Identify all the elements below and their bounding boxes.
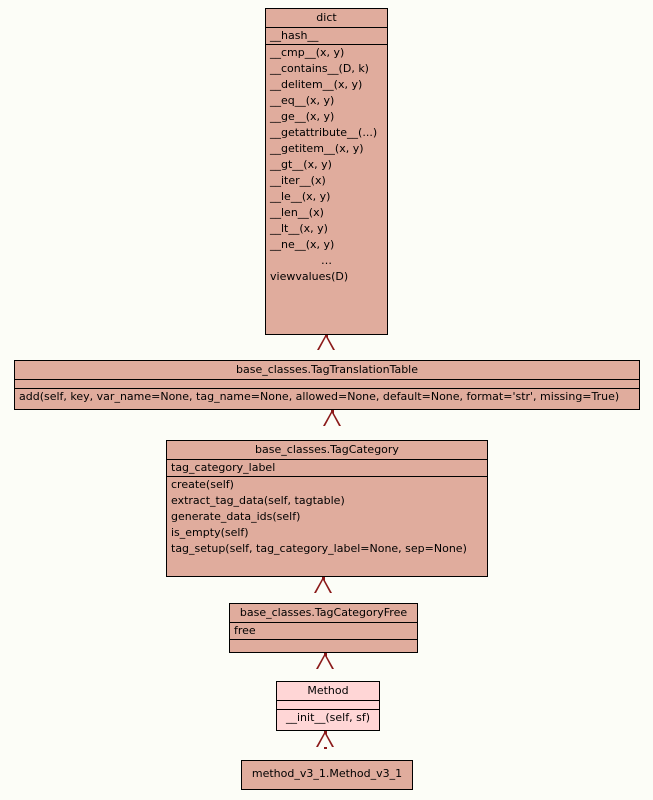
uml-class-name-section: Method <box>277 682 379 701</box>
uml-attribute: free <box>234 624 256 637</box>
uml-method: __iter__(x) <box>270 174 326 187</box>
uml-class-name: method_v3_1.Method_v3_1 <box>251 767 403 780</box>
uml-method: __gt__(x, y) <box>270 158 332 171</box>
uml-attributes-section: tag_category_label <box>167 460 487 477</box>
uml-method: __getitem__(x, y) <box>270 142 364 155</box>
edge-arrowhead-fill <box>325 413 339 426</box>
uml-attributes-section <box>15 380 639 389</box>
uml-class-methodv31[interactable]: method_v3_1.Method_v3_1 <box>241 760 413 790</box>
uml-class-name-section: method_v3_1.Method_v3_1 <box>242 761 412 783</box>
uml-attributes-section <box>277 701 379 710</box>
uml-class-dict[interactable]: dict __hash__ __cmp__(x, y) __contains__… <box>265 8 388 335</box>
uml-class-tagtranslationtable[interactable]: base_classes.TagTranslationTable add(sel… <box>14 360 640 410</box>
uml-class-method[interactable]: Method __init__(self, sf) <box>276 681 380 731</box>
uml-method: viewvalues(D) <box>270 270 349 283</box>
uml-methods-section: add(self, key, var_name=None, tag_name=N… <box>15 389 639 405</box>
uml-attribute: tag_category_label <box>171 461 276 474</box>
uml-method: extract_tag_data(self, tagtable) <box>171 494 345 507</box>
uml-attributes-section: __hash__ <box>266 28 387 45</box>
uml-method: __ne__(x, y) <box>270 238 335 251</box>
uml-class-name: Method <box>307 684 349 697</box>
uml-method: __contains__(D, k) <box>270 62 369 75</box>
uml-method: __lt__(x, y) <box>270 222 328 235</box>
uml-method: is_empty(self) <box>171 526 249 539</box>
uml-method: __len__(x) <box>270 206 324 219</box>
uml-method: __eq__(x, y) <box>270 94 335 107</box>
uml-methods-section: __init__(self, sf) <box>277 710 379 726</box>
uml-class-name: dict <box>316 11 337 24</box>
edge-arrowhead-outline <box>316 731 334 747</box>
uml-class-name-section: dict <box>266 9 387 28</box>
uml-method: create(self) <box>171 478 234 491</box>
edge-arrowhead-fill <box>318 656 332 669</box>
uml-method: __init__(self, sf) <box>285 711 370 724</box>
uml-class-name: base_classes.TagTranslationTable <box>235 363 419 376</box>
edge-line <box>324 731 327 749</box>
edge-arrowhead-fill <box>318 734 332 747</box>
uml-method: __cmp__(x, y) <box>270 46 345 59</box>
uml-class-name: base_classes.TagCategoryFree <box>239 606 408 619</box>
uml-method: add(self, key, var_name=None, tag_name=N… <box>19 390 620 403</box>
edge-line <box>325 334 328 350</box>
edge-arrowhead-fill <box>319 337 333 350</box>
uml-class-name-section: base_classes.TagTranslationTable <box>15 361 639 380</box>
uml-methods-section: __cmp__(x, y) __contains__(D, k) __delit… <box>266 45 387 285</box>
uml-class-name: base_classes.TagCategory <box>255 443 399 456</box>
edge-arrowhead-outline <box>314 577 332 593</box>
uml-methods-section: create(self) extract_tag_data(self, tagt… <box>167 477 487 557</box>
uml-class-tagcategoryfree[interactable]: base_classes.TagCategoryFree free <box>229 603 418 653</box>
edge-line <box>331 410 334 424</box>
uml-method: __ge__(x, y) <box>270 110 335 123</box>
uml-method: generate_data_ids(self) <box>171 510 301 523</box>
uml-method: __getattribute__(...) <box>270 126 378 139</box>
edge-arrowhead-outline <box>316 653 334 669</box>
uml-attributes-section: free <box>230 623 417 640</box>
uml-method: __delitem__(x, y) <box>270 78 363 91</box>
edge-line <box>324 653 327 669</box>
uml-methods-section <box>230 640 417 649</box>
uml-class-tagcategory[interactable]: base_classes.TagCategory tag_category_la… <box>166 440 488 577</box>
uml-method-ellipsis: … <box>321 254 332 267</box>
edge-line <box>322 577 325 593</box>
uml-class-name-section: base_classes.TagCategoryFree <box>230 604 417 623</box>
uml-method: tag_setup(self, tag_category_label=None,… <box>171 542 467 555</box>
edge-arrowhead-fill <box>316 580 330 593</box>
uml-attribute: __hash__ <box>270 29 319 42</box>
uml-method: __le__(x, y) <box>270 190 331 203</box>
edge-arrowhead-outline <box>323 410 341 426</box>
uml-class-name-section: base_classes.TagCategory <box>167 441 487 460</box>
edge-arrowhead-outline <box>317 334 335 350</box>
